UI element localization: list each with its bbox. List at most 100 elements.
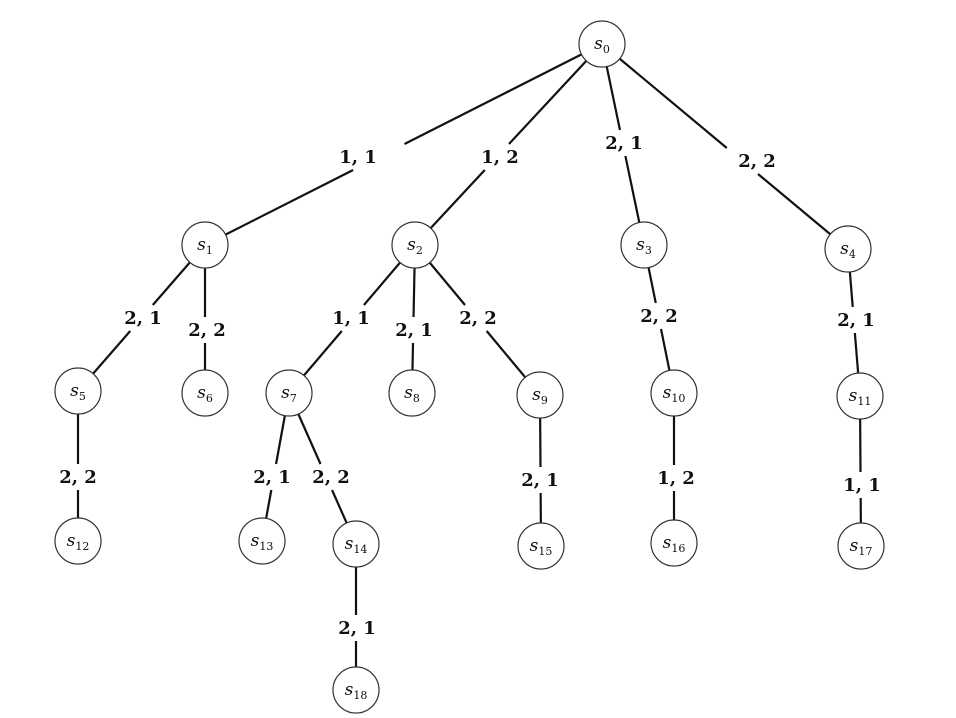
edge-label-s1-s6: 2, 2: [188, 320, 226, 341]
node-letter: s: [594, 34, 603, 54]
node-subscript: 14: [353, 543, 367, 556]
node-s15: s15: [517, 522, 565, 570]
node-s1: s1: [181, 221, 229, 269]
node-circle-s10: [650, 369, 698, 417]
node-label-s0: s0: [594, 34, 610, 56]
node-letter: s: [70, 381, 79, 401]
edge-label-s0-s3: 2, 1: [605, 133, 643, 154]
node-subscript: 5: [79, 390, 86, 403]
node-subscript: 1: [206, 244, 213, 257]
node-s18: s18: [332, 666, 380, 714]
edge-label-s4-s11: 2, 1: [837, 310, 875, 331]
edge-label-s9-s15: 2, 1: [521, 470, 559, 491]
node-letter: s: [849, 386, 858, 406]
node-subscript: 15: [538, 545, 552, 558]
node-label-s1: s1: [197, 235, 213, 257]
edge-label-s0-s1: 1, 1: [339, 147, 377, 168]
node-subscript: 3: [645, 244, 652, 257]
edge-label-s0-s2: 1, 2: [481, 147, 519, 168]
node-circle-s3: [620, 221, 668, 269]
node-circle-s14: [332, 520, 380, 568]
node-letter: s: [345, 680, 354, 700]
node-letter: s: [345, 534, 354, 554]
node-circle-s7: [265, 369, 313, 417]
node-label-s16: s16: [663, 533, 686, 555]
node-circle-s5: [54, 367, 102, 415]
node-subscript: 18: [353, 689, 367, 702]
node-subscript: 13: [259, 540, 273, 553]
node-circle-s16: [650, 519, 698, 567]
node-label-s14: s14: [345, 534, 368, 556]
node-s16: s16: [650, 519, 698, 567]
node-s5: s5: [54, 367, 102, 415]
node-circle-s9: [516, 371, 564, 419]
edge-label-s2-s8: 2, 1: [395, 320, 433, 341]
node-letter: s: [251, 531, 260, 551]
node-circle-s4: [824, 225, 872, 273]
node-label-s7: s7: [281, 383, 297, 405]
node-subscript: 12: [75, 540, 89, 553]
node-letter: s: [404, 383, 413, 403]
node-s10: s10: [650, 369, 698, 417]
node-s2: s2: [391, 221, 439, 269]
node-letter: s: [532, 385, 541, 405]
node-circle-s12: [54, 517, 102, 565]
edge-label-s2-s9: 2, 2: [459, 308, 497, 329]
edge-label-s1-s5: 2, 1: [124, 308, 162, 329]
node-letter: s: [67, 531, 76, 551]
edge-label-s0-s4: 2, 2: [738, 151, 776, 172]
node-subscript: 7: [290, 392, 297, 405]
node-s0: s0: [578, 20, 626, 68]
node-subscript: 10: [671, 392, 685, 405]
node-label-s10: s10: [663, 383, 686, 405]
node-circle-s1: [181, 221, 229, 269]
node-letter: s: [197, 235, 206, 255]
node-label-s3: s3: [636, 235, 652, 257]
node-s3: s3: [620, 221, 668, 269]
edge-label-s10-s16: 1, 2: [657, 468, 695, 489]
node-circle-s18: [332, 666, 380, 714]
node-circle-s6: [181, 369, 229, 417]
node-circle-s8: [388, 369, 436, 417]
edge-label-s5-s12: 2, 2: [59, 467, 97, 488]
node-subscript: 9: [541, 394, 548, 407]
node-circle-s15: [517, 522, 565, 570]
node-letter: s: [840, 239, 849, 259]
edge-label-s2-s7: 1, 1: [332, 308, 370, 329]
node-letter: s: [850, 536, 859, 556]
edge-s0-s1: [403, 43, 603, 145]
node-subscript: 8: [413, 392, 420, 405]
edge-s0-s4: [601, 43, 728, 149]
node-subscript: 17: [858, 545, 872, 558]
node-s11: s11: [836, 372, 884, 420]
node-label-s18: s18: [345, 680, 368, 702]
node-label-s8: s8: [404, 383, 420, 405]
node-subscript: 11: [857, 395, 871, 408]
node-circle-s13: [238, 517, 286, 565]
edge-label-s14-s18: 2, 1: [338, 618, 376, 639]
node-s9: s9: [516, 371, 564, 419]
node-letter: s: [663, 383, 672, 403]
node-circle-s0: [578, 20, 626, 68]
node-s12: s12: [54, 517, 102, 565]
node-label-s2: s2: [407, 235, 423, 257]
node-s7: s7: [265, 369, 313, 417]
node-circle-s2: [391, 221, 439, 269]
node-letter: s: [663, 533, 672, 553]
node-label-s5: s5: [70, 381, 86, 403]
node-letter: s: [636, 235, 645, 255]
node-label-s15: s15: [530, 536, 553, 558]
edge-label-s7-s13: 2, 1: [253, 467, 291, 488]
node-label-s12: s12: [67, 531, 90, 553]
node-s14: s14: [332, 520, 380, 568]
node-subscript: 16: [671, 542, 685, 555]
edge-label-s3-s10: 2, 2: [640, 306, 678, 327]
node-letter: s: [407, 235, 416, 255]
edge-s0-s1: [204, 169, 354, 246]
node-letter: s: [197, 383, 206, 403]
node-s13: s13: [238, 517, 286, 565]
node-circle-s17: [837, 522, 885, 570]
node-s17: s17: [837, 522, 885, 570]
node-subscript: 4: [849, 248, 856, 261]
